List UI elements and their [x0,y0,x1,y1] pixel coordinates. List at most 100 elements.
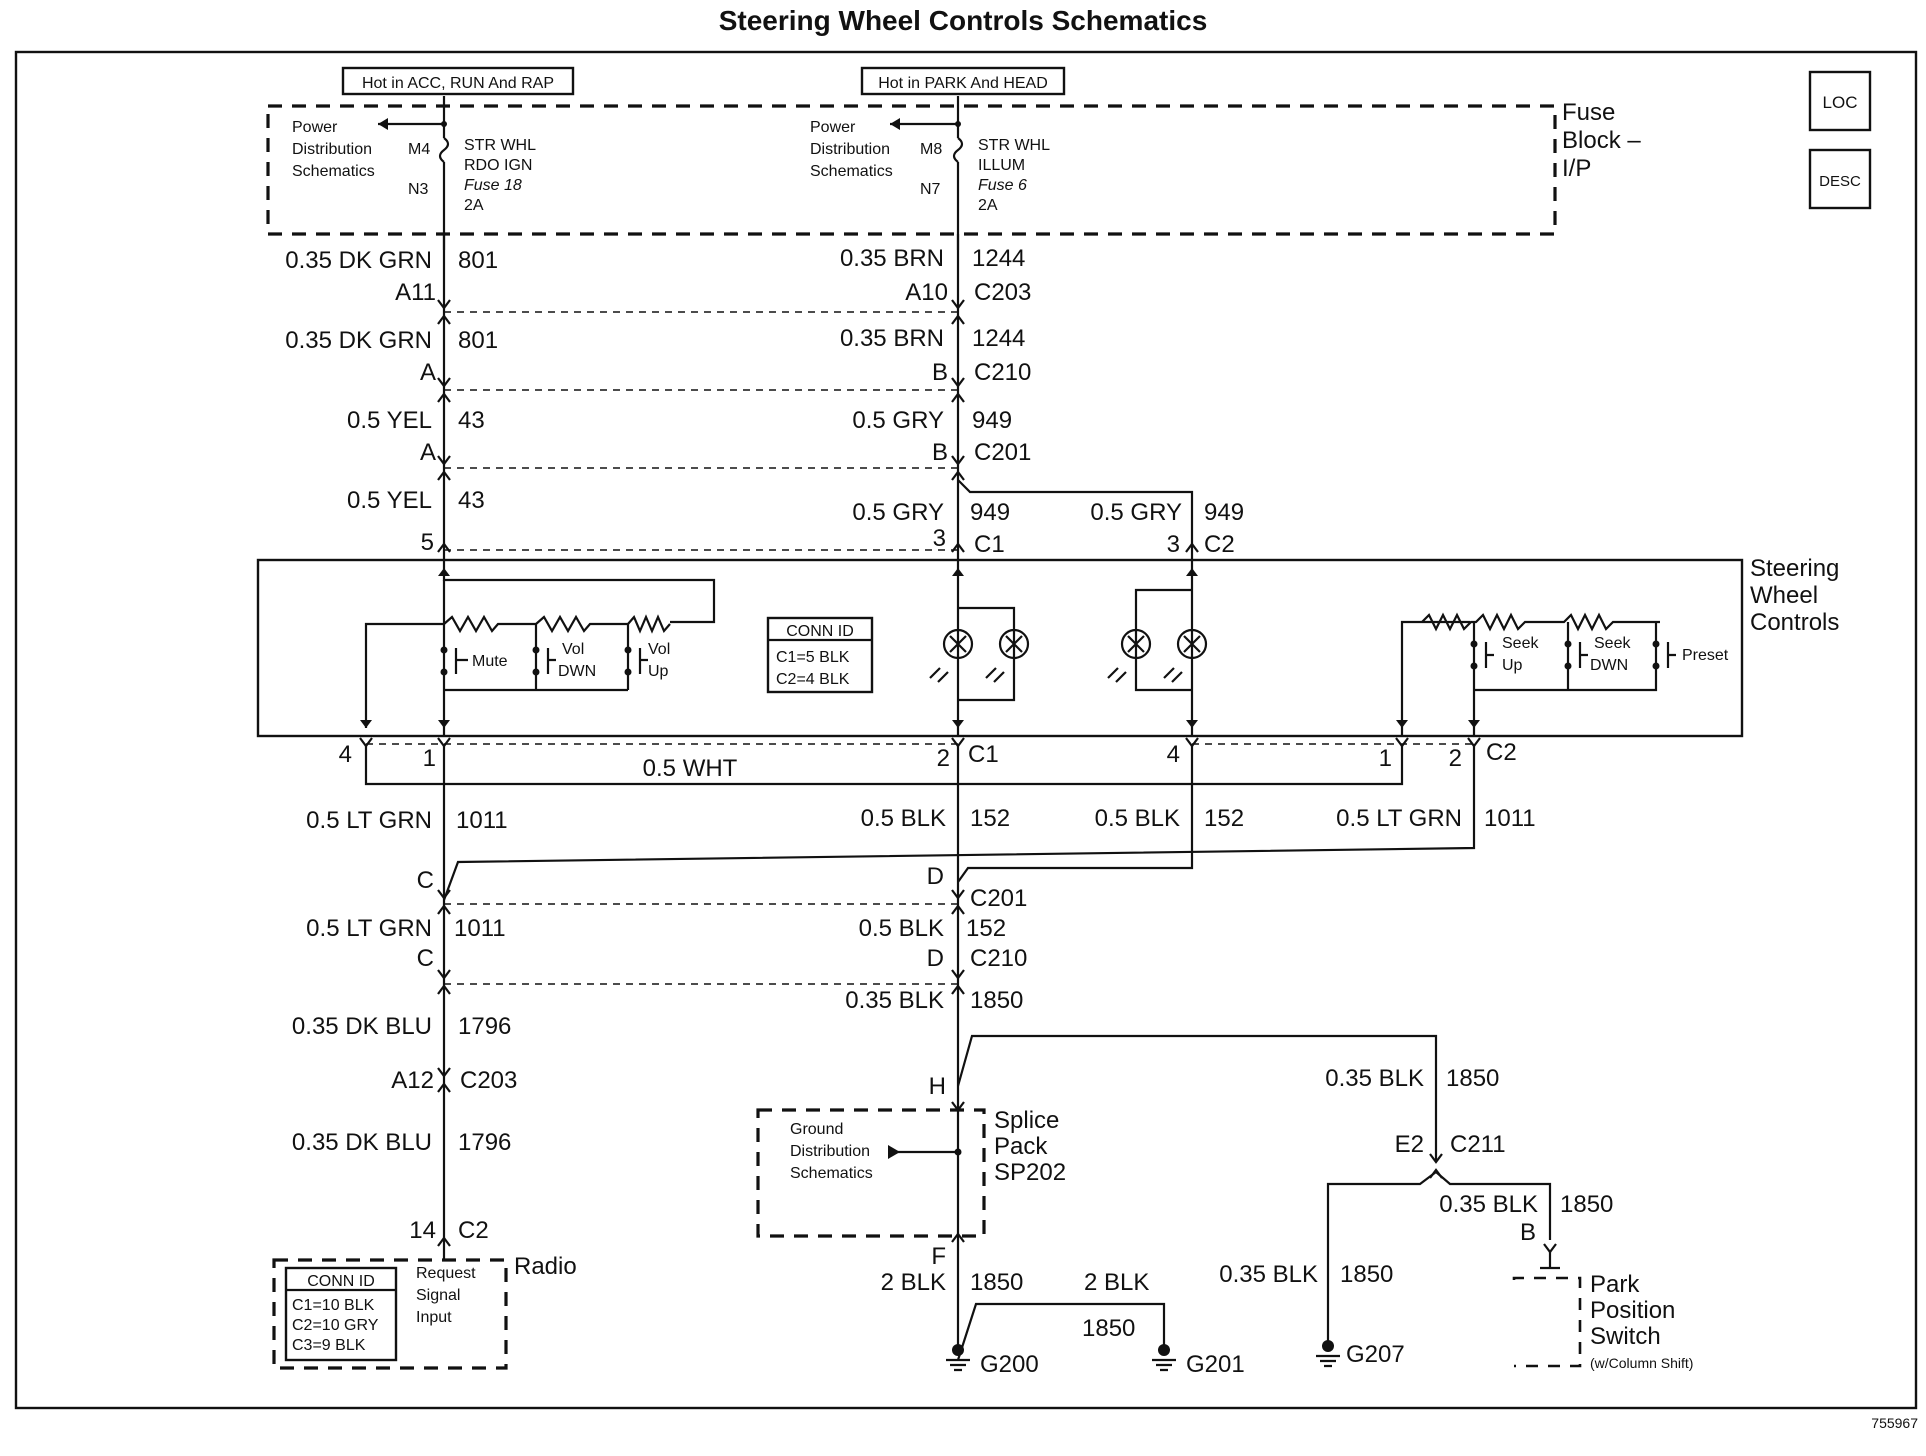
pin-c-c201: C [417,867,434,894]
wire-1850-branch [956,1034,1438,1160]
wire-left-4-pin: 5 [421,529,434,556]
splice-pin-f: F [931,1243,946,1270]
pin-4-c1: 4 [339,741,352,768]
wire-left-3-circuit: 43 [458,407,485,434]
wire-r3-circuit: 1850 [1340,1261,1393,1288]
pin-1-c1: 1 [423,745,436,772]
wire-wht-jumper [364,744,1404,786]
fuse-right-n2: ILLUM [978,157,1025,174]
radio-request-3: Input [416,1309,452,1326]
wire-r1-circuit: 1850 [1446,1065,1499,1092]
seek-up-label-2: Up [1502,657,1523,674]
wire-blk-3-circuit: 152 [966,915,1006,942]
wire-left-4-circuit: 43 [458,487,485,514]
conn-id-c2: C2=4 BLK [776,671,850,688]
fuse-left-n4: 2A [464,197,484,214]
wire-r3-color: 0.35 BLK [1219,1261,1318,1288]
seek-up-label-1: Seek [1502,635,1539,652]
pps-label-1: Park [1590,1271,1640,1298]
wire-mid-5-color: 0.5 GRY [1090,499,1182,526]
wire-left-1-circuit: 801 [458,247,498,274]
wire-r2-circuit: 1850 [1560,1191,1613,1218]
wire-mid-3-pin: B [932,439,948,466]
vol-up-label-2: Up [648,663,669,680]
svg-text:DESC: DESC [1819,173,1861,190]
pps-label-2: Position [1590,1297,1675,1324]
ground-g201-label: G201 [1186,1351,1245,1378]
mute-label: Mute [472,653,508,670]
pin-2-c2: 2 [1449,745,1462,772]
wire-blk-3-color: 0.5 BLK [859,915,944,942]
radio-conn-c3: C3=9 BLK [292,1337,366,1354]
radio-conn-c1: C1=10 BLK [292,1297,375,1314]
splice-pack-outline [756,1108,986,1238]
fuse-right-pin-top: M8 [920,141,942,158]
wire-left-1-color: 0.35 DK GRN [285,247,432,274]
wire-blk-1-color: 0.5 BLK [861,805,946,832]
seek-dwn-label-2: DWN [1590,657,1628,674]
fuse-right-n3: Fuse 6 [978,177,1027,194]
splice-label-3: SP202 [994,1159,1066,1186]
wire-g201-circuit: 1850 [1082,1315,1135,1342]
wire-blk-4-circuit: 1850 [970,987,1023,1014]
wire-wht-label: 0.5 WHT [643,755,738,782]
desc-icon[interactable]: DESC [1808,148,1872,210]
swc-label-1: Steering [1750,555,1839,582]
pin-4-c2: 4 [1167,741,1180,768]
gnd-dist-3: Schematics [790,1165,873,1182]
vol-dwn-label-2: DWN [558,663,596,680]
fuse-right-n4: 2A [978,197,998,214]
steering-wheel-controls-box [256,558,1744,738]
wire-mid-2-color: 0.35 BRN [840,325,944,352]
wire-mid-3-conn: C201 [974,439,1031,466]
wire-blk-2-color: 0.5 BLK [1095,805,1180,832]
wire-left-3-pin: A [420,439,436,466]
pds-left-3: Schematics [292,163,375,180]
loc-icon[interactable]: LOC [1808,70,1872,132]
wire-left-1-pin: A11 [395,279,436,306]
splice-label-1: Splice [994,1107,1059,1134]
wire-mid-3-circuit: 949 [972,407,1012,434]
pin-1-c2: 1 [1379,745,1392,772]
fuse-18 [378,96,450,250]
wire-mid-1-color: 0.35 BRN [840,245,944,272]
pin-b: B [1520,1219,1536,1246]
wire-r2-color: 0.35 BLK [1439,1191,1538,1218]
hot-label-left-box [341,66,575,96]
pds-right-2: Distribution [810,141,890,158]
radio-request-2: Signal [416,1287,460,1304]
wire-mid-5-conn: C2 [1204,531,1235,558]
pin-d-c210: D [927,945,944,972]
ground-g200-icon [946,1344,970,1372]
radio-label: Radio [514,1253,577,1280]
wire-left-2-pin: A [420,359,436,386]
conn-id-title: CONN ID [786,623,854,640]
left-switch-ladder [360,560,716,736]
wire-mid-5-circuit: 949 [1204,499,1244,526]
radio-outline [272,1258,508,1370]
wire-mid-2-circuit: 1244 [972,325,1025,352]
ground-g207-icon [1316,1340,1340,1368]
conn-c203-lower: C203 [460,1067,517,1094]
wire-left-3-color: 0.5 YEL [347,407,432,434]
splice-pin-h: H [929,1073,946,1100]
conn-c2-lower: C2 [1486,739,1517,766]
radio-conn-c2: C2=10 GRY [292,1317,379,1334]
fuse-block-label-3: I/P [1562,155,1591,182]
pds-left-2: Distribution [292,141,372,158]
wire-mid-2-conn: C210 [974,359,1031,386]
park-switch-symbol [1512,1242,1582,1368]
pin-d-c201: D [927,863,944,890]
wire-lgrn-right [442,744,1476,901]
radio-conn-id-title: CONN ID [307,1273,375,1290]
radio-request-1: Request [416,1265,476,1282]
ground-g207-label: G207 [1346,1341,1405,1368]
fuse-right-n1: STR WHL [978,137,1050,154]
conn-id-box [766,616,874,694]
pin-14: 14 [409,1217,436,1244]
fuse-left-pin-top: M4 [408,141,430,158]
pin-c-c210: C [417,945,434,972]
gnd-dist-2: Distribution [790,1143,870,1160]
wire-mid-1-conn: C203 [974,279,1031,306]
